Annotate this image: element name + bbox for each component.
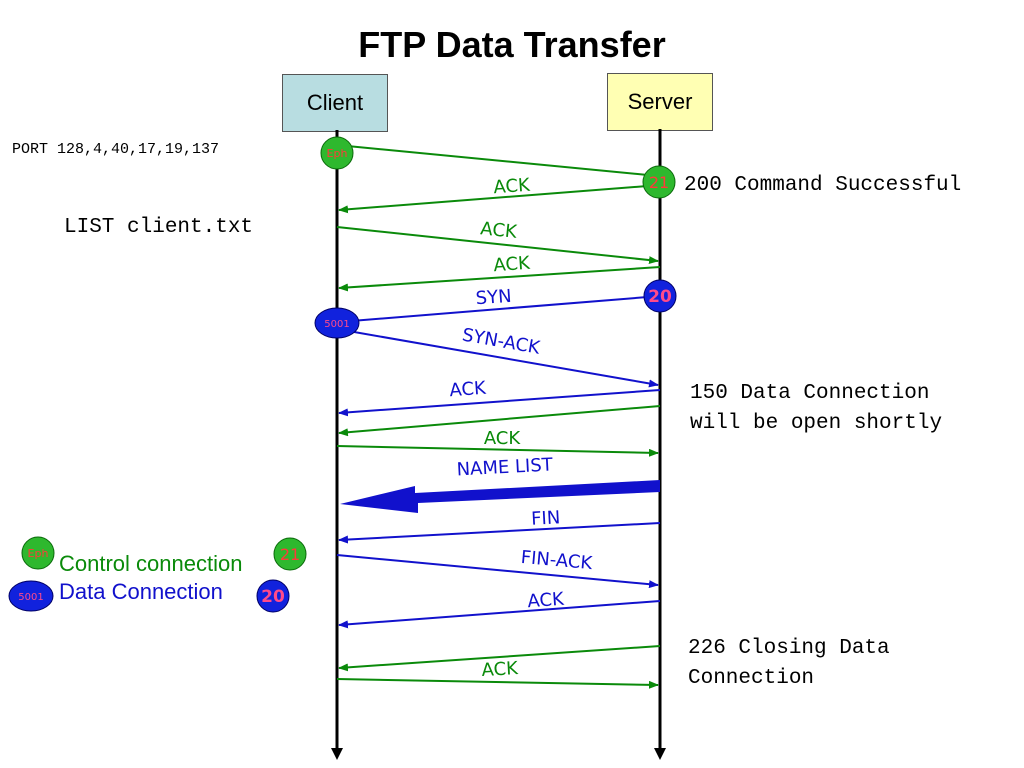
- svg-text:21: 21: [649, 173, 669, 192]
- ack-arrow-1: [338, 184, 661, 214]
- svg-text:5001: 5001: [18, 592, 43, 603]
- fin-arrow: [338, 522, 661, 544]
- syn-arrow: [338, 295, 661, 326]
- ack-label-3: ACK: [493, 253, 532, 277]
- response-200-note: 200 Command Successful: [684, 174, 962, 197]
- syn-ack-arrow: [336, 328, 659, 388]
- ack-label-7: ACK: [481, 658, 520, 681]
- svg-text:Eph: Eph: [327, 147, 348, 160]
- server-label: Server: [627, 89, 693, 114]
- response-226-line2: Connection: [688, 667, 815, 690]
- syn-label: SYN: [475, 286, 512, 309]
- svg-text:20: 20: [648, 287, 672, 307]
- client-port-5001-marker: 5001: [314, 307, 360, 339]
- ack-arrow-3: [338, 266, 661, 292]
- legend-5001-marker: 5001: [8, 580, 54, 612]
- ack-label-2: ACK: [479, 218, 519, 243]
- legend-20-marker: 20: [256, 579, 290, 613]
- diagram-title: FTP Data Transfer: [358, 24, 666, 65]
- response-150-arrow: [338, 405, 661, 437]
- legend-control-label: Control connection: [59, 551, 243, 576]
- legend-21-marker: 21: [273, 537, 307, 571]
- port-arrow: [336, 144, 659, 180]
- client-label: Client: [306, 90, 364, 115]
- ack-label-6: ACK: [527, 589, 566, 613]
- svg-text:Eph: Eph: [28, 547, 49, 560]
- client-box: Client: [282, 74, 388, 132]
- ack-label-5: ACK: [484, 428, 522, 449]
- fin-ack-label: FIN-ACK: [520, 547, 594, 574]
- response-150-line1: 150 Data Connection: [690, 382, 930, 405]
- svg-text:20: 20: [261, 587, 285, 607]
- port-command-note: PORT 128,4,40,17,19,137: [12, 141, 220, 158]
- response-226-arrow: [338, 645, 661, 672]
- name-list-label: NAME LIST: [456, 454, 554, 480]
- ack-arrow-4: [338, 389, 661, 417]
- ack-label-4: ACK: [449, 378, 488, 402]
- fin-label: FIN: [531, 507, 561, 529]
- response-150-line2: will be open shortly: [690, 412, 943, 435]
- server-port-21-marker: 21: [642, 165, 676, 199]
- client-lifeline-arrowhead: [331, 748, 343, 760]
- legend-data-label: Data Connection: [59, 579, 223, 604]
- server-port-20-marker: 20: [643, 279, 677, 313]
- svg-text:5001: 5001: [324, 319, 349, 330]
- ack-label-1: ACK: [493, 175, 532, 199]
- server-box: Server: [607, 73, 713, 131]
- list-arrow: [336, 226, 659, 265]
- fin-ack-arrow: [336, 554, 659, 589]
- legend-eph-marker: Eph: [21, 536, 55, 570]
- name-list-arrow: [340, 480, 660, 513]
- ack-arrow-7: [336, 678, 659, 689]
- ack-arrow-5: [336, 445, 659, 457]
- server-lifeline-arrowhead: [654, 748, 666, 760]
- syn-ack-label: SYN-ACK: [461, 324, 543, 358]
- list-command-note: LIST client.txt: [64, 216, 254, 239]
- client-eph-port-marker: Eph: [320, 136, 354, 170]
- ack-arrow-6: [338, 600, 661, 629]
- svg-text:21: 21: [280, 545, 300, 564]
- response-226-line1: 226 Closing Data: [688, 637, 890, 660]
